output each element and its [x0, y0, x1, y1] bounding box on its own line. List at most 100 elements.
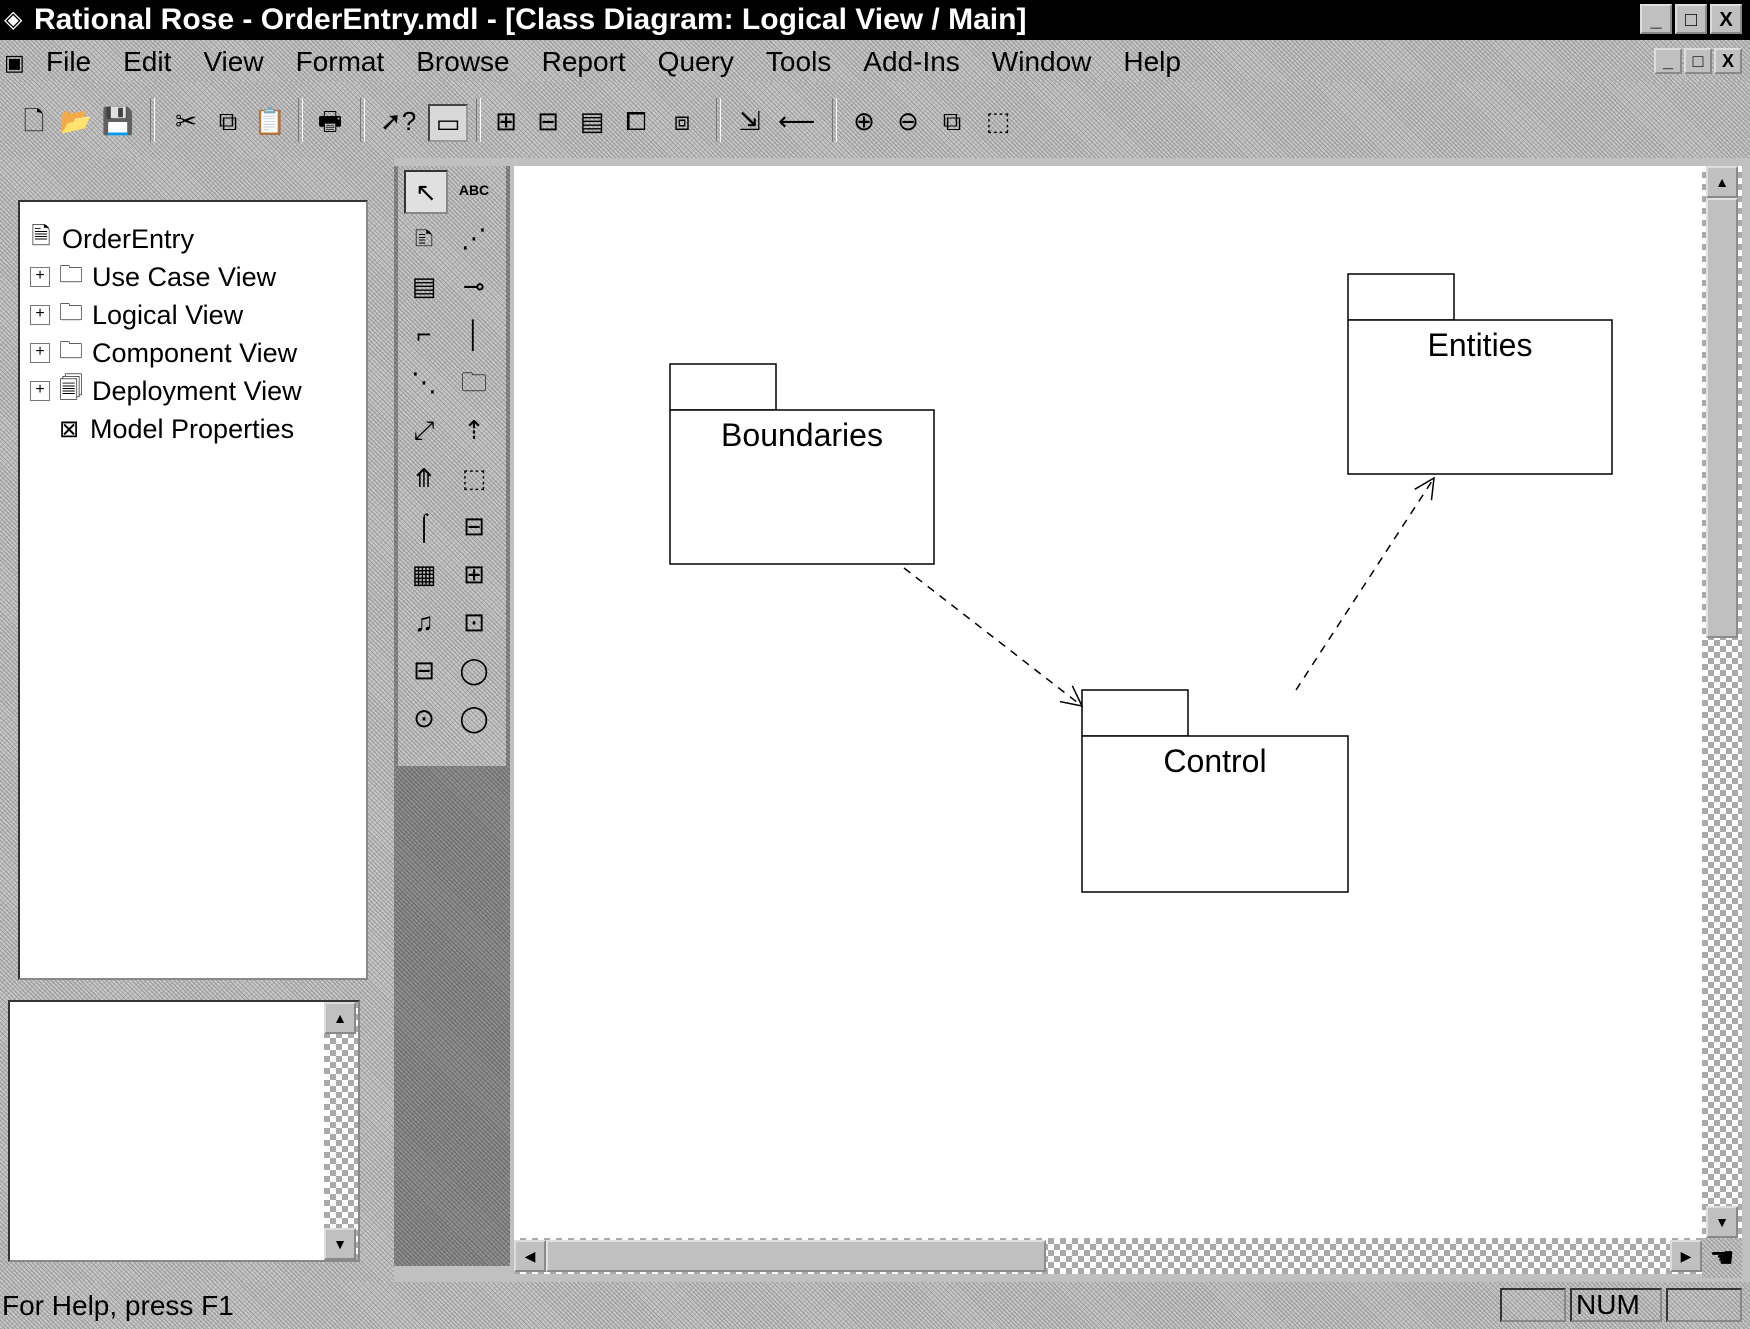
browse-component-diagram-icon[interactable]: ▤ — [579, 106, 605, 136]
zoom-in-icon[interactable]: ⊕ — [853, 106, 875, 136]
entity-object-icon[interactable]: ◯ — [459, 703, 489, 733]
anchor-note-icon[interactable]: ⋰ — [461, 223, 487, 253]
expand-icon[interactable]: + — [30, 343, 50, 363]
browse-class-diagram-icon[interactable]: ⊞ — [495, 106, 517, 136]
class-diagram-canvas[interactable]: Boundaries Entities Control — [514, 166, 1702, 1238]
cut-icon[interactable]: ✂ — [175, 106, 197, 136]
horizontal-scroll-thumb[interactable] — [546, 1240, 1046, 1272]
zoom-out-icon[interactable]: ⊖ — [897, 106, 919, 136]
menu-browse[interactable]: Browse — [416, 46, 510, 77]
entity-class-icon[interactable]: ◯ — [459, 655, 489, 685]
scroll-down-button[interactable]: ▼ — [324, 1228, 356, 1260]
tree-item-label: Deployment View — [92, 375, 302, 406]
actor-icon[interactable]: ♫ — [414, 607, 434, 637]
parameterized-class-icon[interactable]: ⌠ — [416, 511, 432, 541]
dependency-boundaries-control[interactable] — [903, 567, 1084, 708]
documentation-window[interactable]: ▲ ▼ — [8, 1000, 360, 1262]
save-icon[interactable]: 💾 — [101, 106, 135, 136]
class-utility-icon[interactable]: ⊟ — [463, 511, 485, 541]
open-icon[interactable]: 📂 — [59, 106, 93, 136]
instantiates-icon[interactable]: ⬚ — [461, 463, 487, 493]
diagram-horizontal-scrollbar[interactable]: ◀ ▶ — [514, 1238, 1702, 1274]
documentation-scrollbar[interactable]: ▲ ▼ — [324, 1002, 358, 1260]
scroll-right-button[interactable]: ▶ — [1670, 1240, 1702, 1272]
expand-icon[interactable]: + — [30, 381, 50, 401]
tree-root-orderentry[interactable]: 🗎 OrderEntry — [26, 222, 194, 256]
generalization-icon[interactable]: ⇡ — [463, 415, 485, 445]
menu-report[interactable]: Report — [541, 46, 626, 77]
doc-close-button[interactable]: X — [1714, 48, 1742, 74]
tree-item-logical-view[interactable]: + 🗀 Logical View — [30, 298, 243, 332]
new-icon[interactable]: 🗋 — [23, 106, 45, 136]
tree-item-deployment-view[interactable]: + 🗐 Deployment View — [30, 374, 302, 408]
package-entities[interactable]: Entities — [1347, 273, 1613, 475]
menu-file[interactable]: File — [46, 46, 92, 77]
toolbar-separator — [360, 98, 365, 142]
toolbox-panel: ↖ ABC 🗈 ⋰ ▤ ⊸ ⌐ │ ⋱ 🗀 ⤢ ⇡ ⤊ ⬚ ⌠ ⊟ ▦ ⊞ ♫ … — [398, 166, 506, 766]
dependency-control-entities[interactable] — [1295, 476, 1435, 691]
title-bar: ◈ Rational Rose - OrderEntry.mdl - [Clas… — [0, 0, 1750, 40]
package-icon[interactable]: 🗀 — [460, 367, 487, 397]
status-pane-caps — [1500, 1288, 1566, 1322]
copy-icon[interactable]: ⧉ — [218, 106, 238, 136]
doc-minimize-button[interactable]: _ — [1654, 48, 1682, 74]
boundary-object-icon[interactable]: ⊙ — [413, 703, 435, 733]
scroll-down-button[interactable]: ▼ — [1706, 1206, 1738, 1238]
instantiated-class-icon[interactable]: ▦ — [411, 559, 437, 589]
menu-window[interactable]: Window — [991, 46, 1092, 77]
browse-parent-icon[interactable]: ⧈ — [673, 106, 691, 136]
class-icon[interactable]: ▤ — [411, 271, 437, 301]
hand-icon[interactable]: ☚ — [1702, 1238, 1742, 1278]
fit-in-window-icon[interactable]: ⧉ — [942, 106, 962, 136]
back-icon[interactable]: ⟵ — [778, 106, 816, 136]
maximize-button[interactable]: □ — [1675, 4, 1707, 34]
diagram-vertical-scrollbar[interactable]: ▲ ▼ — [1702, 166, 1742, 1238]
tree-item-use-case-view[interactable]: + 🗀 Use Case View — [30, 260, 276, 294]
menu-view[interactable]: View — [203, 46, 264, 77]
association-icon[interactable]: ⌐ — [416, 319, 432, 349]
browse-previous-diagram-icon[interactable]: ⇲ — [739, 106, 761, 136]
rose-diamond-icon[interactable]: ◈ — [4, 6, 23, 33]
folder-icon: 🗀 — [59, 260, 83, 288]
close-button[interactable]: X — [1710, 4, 1742, 34]
model-browser-tree[interactable]: 🗎 OrderEntry + 🗀 Use Case View + 🗀 Logic… — [18, 200, 368, 980]
dependency-icon[interactable]: ⤢ — [413, 415, 435, 445]
note-icon[interactable]: 🗈 — [414, 223, 434, 253]
browse-deployment-diagram-icon[interactable]: ⧠ — [625, 106, 647, 136]
menu-tools[interactable]: Tools — [765, 46, 832, 77]
view-documentation-icon[interactable]: ▭ — [428, 104, 468, 142]
vertical-scroll-thumb[interactable] — [1706, 198, 1738, 638]
print-icon[interactable]: 🖶 — [317, 106, 343, 136]
selection-arrow-icon[interactable]: ↖ — [404, 170, 448, 214]
toolbar-separator — [832, 98, 837, 142]
minimize-button[interactable]: _ — [1640, 4, 1672, 34]
expand-icon[interactable]: + — [30, 305, 50, 325]
boundary-class-icon[interactable]: ⊡ — [463, 607, 485, 637]
package-control[interactable]: Control — [1081, 689, 1349, 893]
scroll-left-button[interactable]: ◀ — [514, 1240, 546, 1272]
tree-item-model-properties[interactable]: ⊠ Model Properties — [54, 412, 294, 446]
tree-item-component-view[interactable]: + 🗀 Component View — [30, 336, 297, 370]
browse-interaction-diagram-icon[interactable]: ⊟ — [537, 106, 559, 136]
doc-restore-button[interactable]: □ — [1684, 48, 1712, 74]
menu-help[interactable]: Help — [1123, 46, 1181, 77]
menu-format[interactable]: Format — [295, 46, 385, 77]
undo-fit-icon[interactable]: ⬚ — [985, 106, 1011, 136]
aggregation-icon[interactable]: ⋱ — [411, 367, 437, 397]
use-case-icon[interactable]: ⊞ — [463, 559, 485, 589]
control-class-icon[interactable]: ⊟ — [413, 655, 435, 685]
scroll-up-button[interactable]: ▲ — [1706, 166, 1738, 198]
text-box-icon[interactable]: ABC — [458, 182, 490, 198]
paste-icon[interactable]: 📋 — [253, 106, 287, 136]
unidirectional-association-icon[interactable]: │ — [465, 319, 483, 349]
menu-query[interactable]: Query — [657, 46, 734, 77]
expand-icon[interactable]: + — [30, 267, 50, 287]
menu-edit[interactable]: Edit — [123, 46, 172, 77]
interface-icon[interactable]: ⊸ — [463, 271, 485, 301]
menu-add-ins[interactable]: Add-Ins — [863, 46, 960, 77]
realize-icon[interactable]: ⤊ — [413, 463, 435, 493]
document-icon[interactable]: ▣ — [4, 50, 25, 75]
package-boundaries[interactable]: Boundaries — [669, 363, 935, 565]
scroll-up-button[interactable]: ▲ — [324, 1002, 356, 1034]
context-help-icon[interactable]: ➚? — [380, 106, 417, 136]
